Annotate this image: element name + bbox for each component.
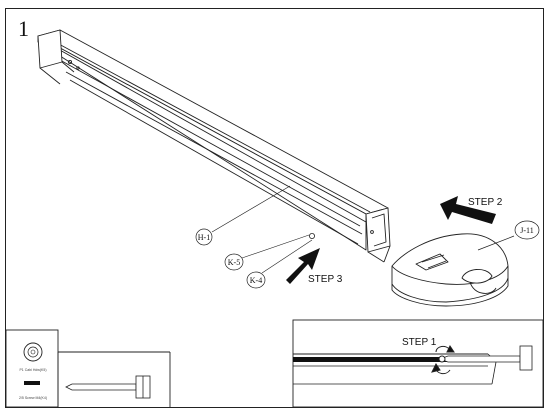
inset-screw (438, 345, 533, 371)
rail-hole (67, 59, 73, 65)
label-h1: H-1 (195, 228, 213, 246)
rail-hole (370, 230, 374, 234)
svg-text:J-11: J-11 (520, 226, 533, 235)
long-screw (65, 375, 151, 399)
label-k5: K-5 (224, 253, 244, 271)
leader-h1 (211, 185, 291, 233)
hardware-inset: P1 Cabi Hdw(K5) 2/5 Screw M4(K4) (5, 329, 171, 408)
inset-caption-top: P1 Cabi Hdw(K5) (19, 368, 46, 372)
leader-j11 (477, 235, 515, 251)
svg-text:K-5: K-5 (228, 258, 240, 267)
step1-label: STEP 1 (402, 337, 437, 348)
step1-inset (292, 319, 544, 408)
rail-hole (76, 66, 80, 70)
svg-text:H-1: H-1 (198, 233, 210, 242)
leader-k5 (241, 234, 310, 259)
rail-h1 (37, 29, 391, 263)
step3-label: STEP 3 (308, 274, 343, 285)
page-number: 1 (18, 16, 29, 41)
step3-arrow (286, 248, 320, 284)
label-j11: J-11 (514, 220, 540, 240)
cap-j11 (391, 233, 509, 307)
step2-arrow (440, 196, 496, 224)
inset-caption-bottom: 2/5 Screw M4(K4) (19, 396, 47, 400)
screw-icon (24, 381, 40, 385)
leader-k4 (261, 239, 313, 274)
washer-k5-part (308, 232, 315, 239)
svg-text:K-4: K-4 (250, 276, 262, 285)
label-k4: K-4 (246, 271, 266, 289)
step2-label: STEP 2 (468, 197, 503, 208)
rotation-arrows (431, 345, 455, 375)
page-frame (5, 8, 544, 408)
